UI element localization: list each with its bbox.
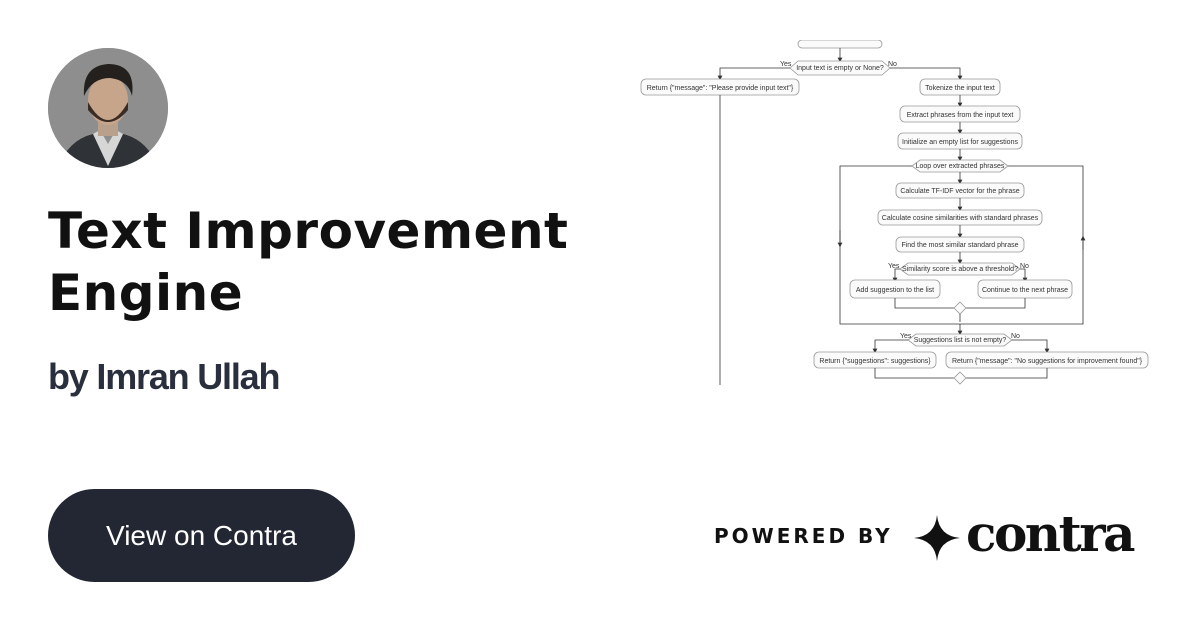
- flow-decision-input-text: Input text is empty or None?: [796, 65, 884, 72]
- flow-end-node: [953, 371, 967, 385]
- flow-init-text: Initialize an empty list for suggestions: [902, 139, 1018, 146]
- flow-return-suggestions-text: Return {"suggestions": suggestions}: [819, 358, 931, 365]
- contra-logo-text[interactable]: contra: [966, 504, 1135, 563]
- flow-threshold-yes: Yes: [888, 263, 900, 270]
- flow-continue-text: Continue to the next phrase: [982, 287, 1068, 294]
- flow-merge-node: [953, 301, 967, 315]
- flow-final-no: No: [1011, 333, 1020, 340]
- flow-tokenize-text: Tokenize the input text: [925, 85, 995, 92]
- powered-by-label: POWERED BY: [714, 524, 893, 548]
- flow-add-text: Add suggestion to the list: [856, 287, 934, 294]
- flow-return-none-text: Return {"message": "No suggestions for i…: [952, 358, 1143, 365]
- view-on-contra-button[interactable]: View on Contra: [48, 489, 355, 582]
- author-byline: by Imran Ullah: [48, 356, 280, 397]
- flow-not-empty-text: Suggestions list is not empty?: [914, 337, 1007, 344]
- avatar: [48, 48, 168, 168]
- flow-threshold-no: No: [1020, 263, 1029, 270]
- page-title: Text Improvement Engine: [48, 202, 569, 322]
- flow-yes-label: Yes: [780, 61, 792, 68]
- flow-no-label: No: [888, 61, 897, 68]
- contra-star-icon: [914, 515, 960, 561]
- flowchart-preview: Input text is empty or None? Yes No Retu…: [630, 39, 1160, 400]
- flow-loop-text: Loop over extracted phrases: [916, 163, 1005, 170]
- flow-cosine-text: Calculate cosine similarities with stand…: [882, 215, 1039, 222]
- flow-start-node: [797, 39, 883, 49]
- flow-similar-text: Find the most similar standard phrase: [901, 242, 1018, 249]
- flow-final-yes: Yes: [900, 333, 912, 340]
- flow-extract-text: Extract phrases from the input text: [907, 112, 1014, 119]
- flow-threshold-text: Similarity score is above a threshold?: [902, 266, 1018, 273]
- flow-tfidf-text: Calculate TF-IDF vector for the phrase: [900, 188, 1019, 195]
- flow-return-empty-text: Return {"message": "Please provide input…: [647, 85, 794, 92]
